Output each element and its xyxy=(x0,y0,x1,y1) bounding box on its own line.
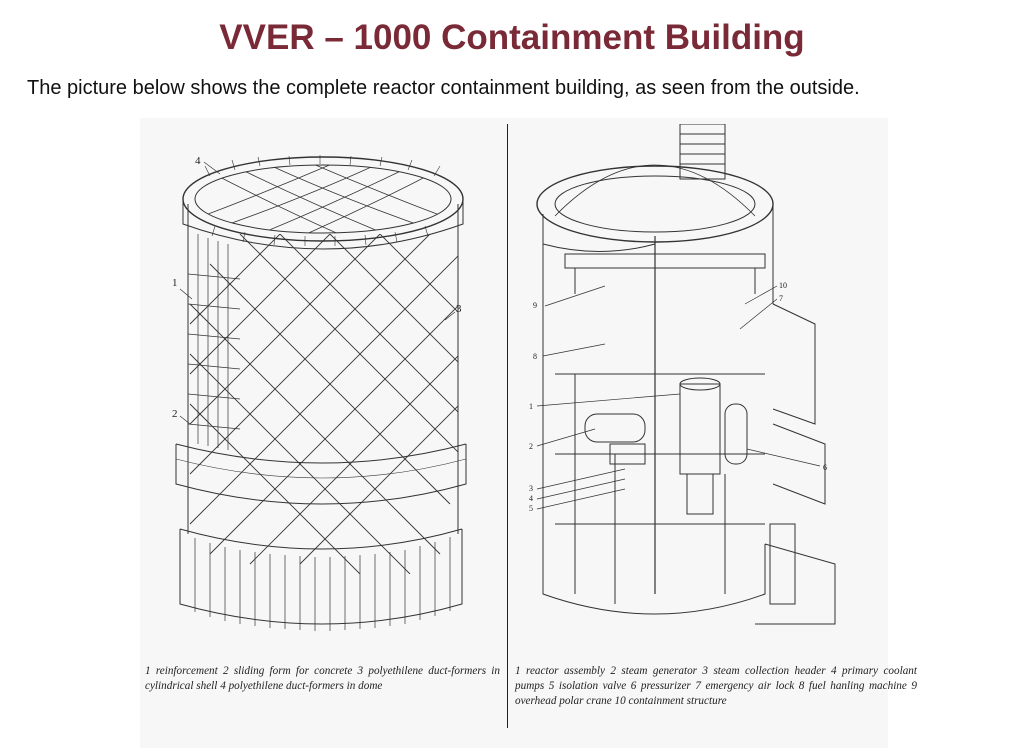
callout-3: 3 xyxy=(456,303,462,315)
callout-7: 7 xyxy=(779,294,783,303)
containment-shell-drawing: 4 1 3 2 xyxy=(172,155,467,631)
left-figure-caption: 1 reinforcement 2 sliding form for concr… xyxy=(145,665,500,692)
right-figure-caption: 1 reactor assembly 2 steam generator 3 s… xyxy=(515,665,917,707)
callout-3-right: 3 xyxy=(529,484,533,493)
callout-6-right: 6 xyxy=(823,463,827,472)
callout-1: 1 xyxy=(172,277,178,289)
callout-4-right: 4 xyxy=(529,494,533,503)
containment-figure xyxy=(140,118,888,748)
slide-title: VVER – 1000 Containment Building xyxy=(219,18,805,57)
callout-5-right: 5 xyxy=(529,504,533,513)
callout-2: 2 xyxy=(172,408,178,420)
callout-10: 10 xyxy=(779,281,787,290)
callout-4: 4 xyxy=(195,155,201,167)
reactor-cutaway-drawing: 9 10 7 8 1 2 3 4 5 6 xyxy=(529,124,836,625)
figure-divider xyxy=(507,124,508,728)
callout-9: 9 xyxy=(533,301,537,310)
callout-2-right: 2 xyxy=(529,442,533,451)
callout-1-right: 1 xyxy=(529,402,533,411)
callout-8: 8 xyxy=(533,352,537,361)
slide-subtitle: The picture below shows the complete rea… xyxy=(27,77,860,99)
